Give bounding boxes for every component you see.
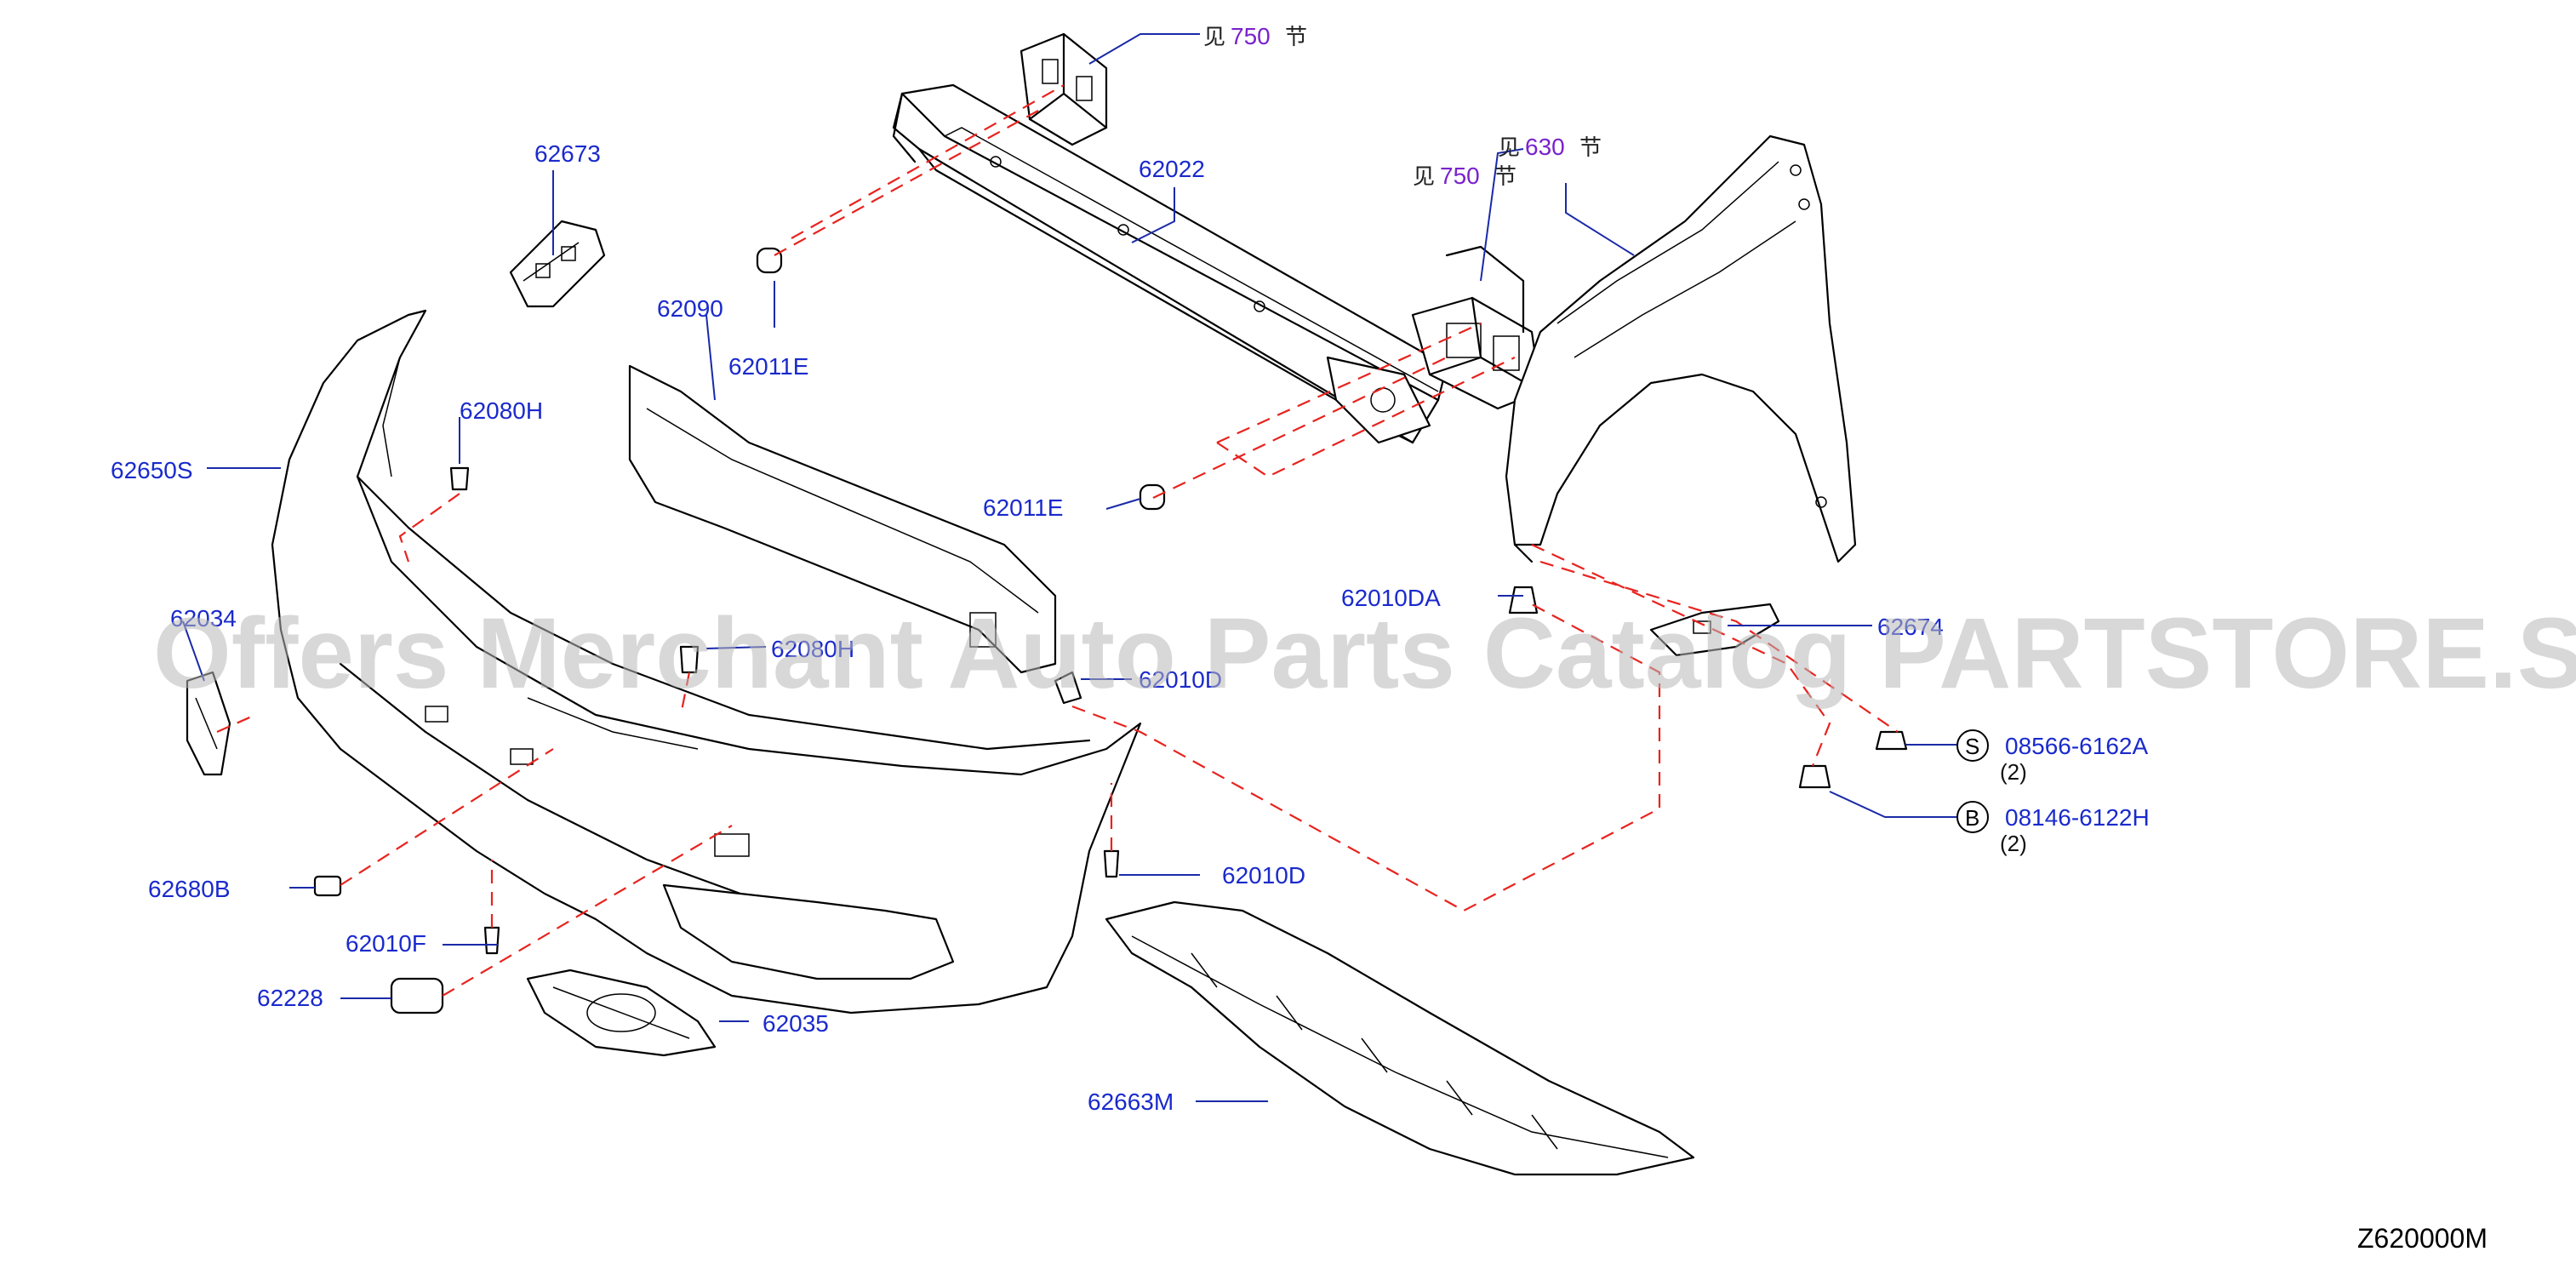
label-62010DA[interactable]: 62010DA bbox=[1341, 585, 1441, 611]
front-fender bbox=[1505, 134, 1857, 563]
fastener-part-s[interactable]: 08566-6162A bbox=[2005, 733, 2148, 759]
svg-text:630: 630 bbox=[1525, 134, 1565, 160]
svg-text:见: 见 bbox=[1203, 25, 1225, 50]
label-62011E-mid[interactable]: 62011E bbox=[983, 494, 1063, 521]
diagram-code: Z620000M bbox=[2357, 1223, 2487, 1254]
bracket-62673 bbox=[509, 220, 606, 308]
label-62010D-mid[interactable]: 62010D bbox=[1139, 666, 1222, 693]
label-62650S[interactable]: 62650S bbox=[111, 457, 193, 483]
energy-absorber-62090 bbox=[628, 364, 1057, 674]
bumper-reinforcement-62022 bbox=[892, 83, 1448, 444]
label-62080H-top[interactable]: 62080H bbox=[460, 397, 543, 424]
label-62663M[interactable]: 62663M bbox=[1088, 1089, 1174, 1115]
fastener-mark-s: S bbox=[1965, 734, 1979, 759]
bumper-fascia-62650S bbox=[271, 309, 1142, 1014]
label-62228[interactable]: 62228 bbox=[257, 985, 323, 1011]
label-62035[interactable]: 62035 bbox=[763, 1010, 829, 1037]
fastener-qty-s: (2) bbox=[2000, 759, 2027, 785]
label-62080H-mid[interactable]: 62080H bbox=[771, 636, 854, 662]
svg-text:节: 节 bbox=[1579, 135, 1602, 161]
svg-text:节: 节 bbox=[1285, 25, 1307, 50]
label-62674[interactable]: 62674 bbox=[1877, 614, 1944, 640]
label-62034[interactable]: 62034 bbox=[170, 605, 237, 632]
upper-bracket-top bbox=[1020, 32, 1108, 146]
undercover-62663M bbox=[1105, 900, 1695, 1176]
fastener-shapes bbox=[313, 247, 1908, 1014]
fastener-part-b[interactable]: 08146-6122H bbox=[2005, 804, 2150, 831]
dashed-guides bbox=[216, 84, 1899, 997]
fog-lamp-bezel-62035 bbox=[526, 969, 717, 1057]
label-62010D-low[interactable]: 62010D bbox=[1222, 862, 1305, 889]
label-62011E-top[interactable]: 62011E bbox=[728, 353, 808, 380]
cross-ref-side-bracket: 见 750 节 bbox=[1413, 163, 1516, 190]
label-62680B[interactable]: 62680B bbox=[148, 876, 231, 902]
fastener-callout-s[interactable]: S 08566-6162A (2) bbox=[1956, 729, 2148, 785]
svg-text:750: 750 bbox=[1440, 163, 1480, 189]
fastener-qty-b: (2) bbox=[2000, 831, 2027, 856]
cross-ref-fender: 见 630 节 bbox=[1498, 134, 1602, 161]
cross-ref-upper-bracket: 见 750 节 bbox=[1203, 23, 1307, 50]
label-62090[interactable]: 62090 bbox=[657, 295, 723, 322]
svg-text:750: 750 bbox=[1231, 23, 1271, 49]
label-62022[interactable]: 62022 bbox=[1139, 156, 1205, 182]
watermark-text: Offers Merchant Auto Parts Catalog PARTS… bbox=[153, 597, 2576, 710]
leader-lines bbox=[182, 33, 1957, 1102]
svg-text:见: 见 bbox=[1498, 135, 1520, 161]
fastener-callout-b[interactable]: B 08146-6122H (2) bbox=[1956, 801, 2150, 856]
svg-text:节: 节 bbox=[1494, 164, 1516, 190]
svg-text:见: 见 bbox=[1413, 164, 1435, 190]
label-62010F[interactable]: 62010F bbox=[346, 930, 426, 957]
label-62673[interactable]: 62673 bbox=[534, 140, 601, 167]
side-marker-62034 bbox=[186, 671, 231, 776]
fastener-mark-b: B bbox=[1965, 805, 1979, 831]
